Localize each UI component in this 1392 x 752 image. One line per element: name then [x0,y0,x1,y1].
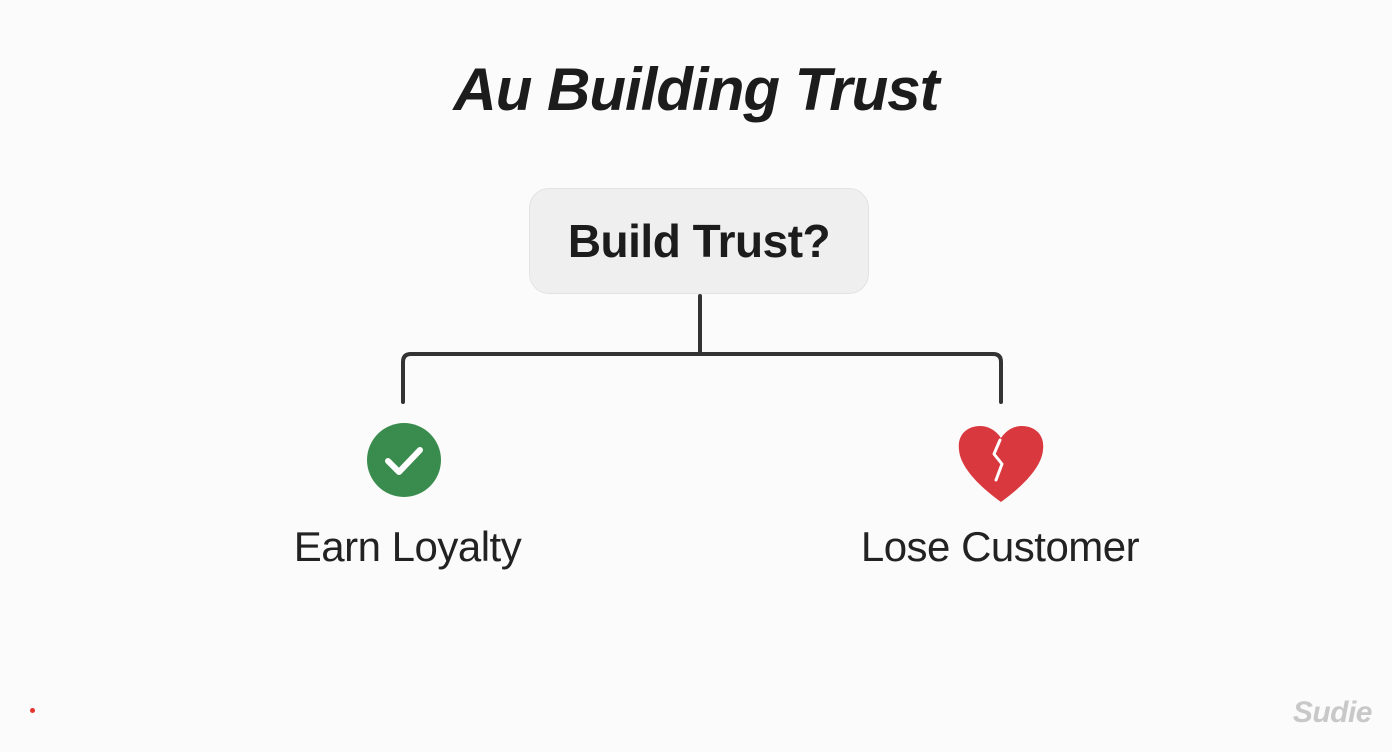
broken-heart-icon [956,424,1046,504]
decision-node: Build Trust? [529,188,869,294]
connector-branch [401,352,1003,404]
decision-label: Build Trust? [567,215,831,267]
outcome-label-lose-customer: Lose Customer [860,523,1140,570]
watermark-logo: Sudie [1292,696,1373,729]
red-dot-mark [30,708,35,713]
check-circle-icon [366,422,442,498]
outcome-label-earn-loyalty: Earn Loyalty [293,523,522,570]
diagram-title: Au Building Trust [453,56,939,123]
